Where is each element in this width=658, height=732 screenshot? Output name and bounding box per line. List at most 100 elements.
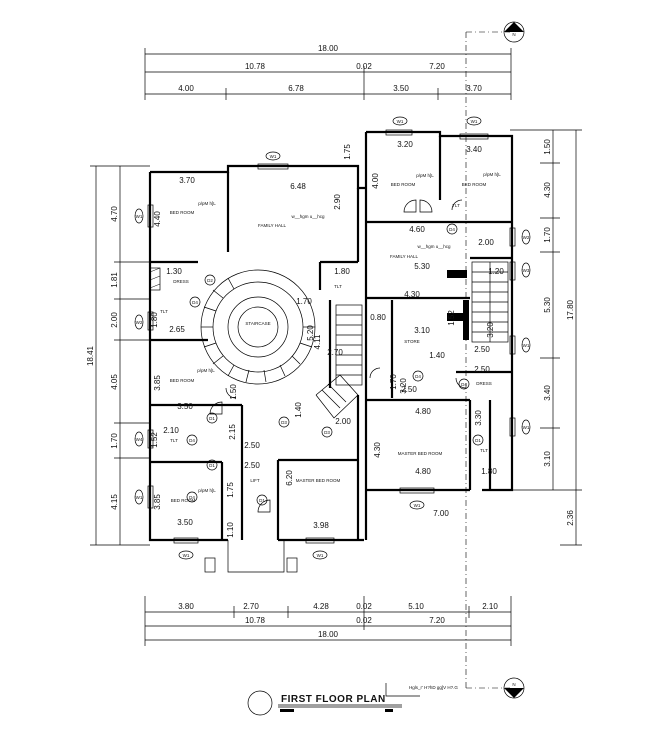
interior-dim: 3.20: [399, 378, 408, 394]
door-tag-icon: D4: [458, 378, 470, 390]
window-tag-icon: W4: [134, 431, 144, 447]
interior-dim: 2.50: [401, 385, 417, 394]
interior-dim: 1.10: [226, 522, 235, 538]
interior-dim: 3.20: [486, 322, 495, 338]
dim-bottom-seg-1: 3.80: [178, 602, 194, 611]
interior-dim: 6.20: [285, 470, 294, 486]
door-tag-label: D2: [207, 278, 213, 283]
section-line: [465, 31, 510, 689]
interior-dim: 1.20: [488, 267, 504, 276]
dim-bottom-seg-3: 4.28: [313, 602, 329, 611]
interior-dim: 1.75: [343, 144, 352, 160]
dim-left-overall: 18.41: [86, 345, 95, 366]
ceiling-note-1: p/pM h]L: [198, 201, 216, 206]
ceiling-note-3: p/pM h]L: [198, 488, 216, 493]
dimension-lines: [90, 48, 582, 646]
straight-staircase: [471, 261, 509, 343]
room-label-master-e: MASTER BED ROOM: [398, 451, 443, 456]
door-tag-icon: D1: [206, 459, 218, 471]
dim-right-seg-4: 5.30: [543, 297, 552, 313]
interior-dim: 0.80: [370, 313, 386, 322]
room-label-dress-w: DRESS: [173, 279, 189, 284]
room-label-lift: LIFT: [250, 478, 260, 483]
dim-left-seg-1: 4.70: [110, 206, 119, 222]
window-tag-label: W1: [523, 425, 530, 430]
window-tag-label: W1: [397, 119, 404, 124]
door-tag-icon: D4: [186, 491, 198, 503]
window-tag-label: W3: [523, 268, 530, 273]
interior-dim: 3.20: [397, 140, 413, 149]
room-label-family-hall-2: FAMILY HALL: [390, 254, 419, 259]
room-label-toilet-1: TLT: [160, 309, 168, 314]
dim-overall-top: 18.00: [318, 44, 339, 53]
room-label-toilet-4: TLT: [452, 203, 460, 208]
window-tag-label: W1: [471, 119, 478, 124]
dim-overall-bottom: 18.00: [318, 630, 339, 639]
interior-dim: 1.75: [226, 482, 235, 498]
dim-right-seg-3: 1.70: [543, 227, 552, 243]
window-tag-label: W4: [136, 437, 143, 442]
interior-dim: 3.40: [466, 145, 482, 154]
door-tag-label: D4: [449, 227, 455, 232]
room-label-store: STORE: [404, 339, 419, 344]
window-tag-label: W1: [183, 553, 190, 558]
interior-dim: 4.00: [371, 173, 380, 189]
interior-dim: 4.80: [415, 407, 431, 416]
window-tag-label: W1: [136, 214, 143, 219]
window-tag-icon: W1: [134, 208, 144, 224]
interior-dim: 1.30: [166, 267, 182, 276]
window-tag-icon: W1: [134, 489, 144, 505]
open-note-1: w__hgm u__hcg: [291, 214, 325, 219]
interior-dim: 1.80: [481, 467, 497, 476]
interior-dimension-texts: 3.70 6.48 2.90 3.20 3.40 4.60 2.00 5.30 …: [150, 140, 504, 538]
dim-left-seg-2: 1.81: [110, 272, 119, 288]
dim-bottom-gap: 0.02: [356, 616, 372, 625]
dim-top-left-total: 10.78: [245, 62, 266, 71]
interior-dim: 4.11: [313, 334, 322, 350]
dim-top-seg-4: 3.70: [466, 84, 482, 93]
interior-dim: 4.80: [415, 467, 431, 476]
interior-dim: 1.40: [294, 402, 303, 418]
dim-right-seg-7: 2.36: [566, 510, 575, 526]
dim-top-gap: 0.02: [356, 62, 372, 71]
window-tag-icon: W1: [409, 500, 425, 510]
door-tag-label: D3: [324, 430, 330, 435]
dim-bottom-seg-5: 5.10: [408, 602, 424, 611]
north-label-bottom: N: [512, 682, 515, 687]
door-tag-label: D1: [209, 416, 215, 421]
interior-dim: 3.30: [474, 410, 483, 426]
dim-right-seg-6: 3.10: [543, 451, 552, 467]
door-tag-icon: D4: [446, 223, 458, 235]
interior-dim: 2.90: [333, 194, 342, 210]
interior-dim: 3.10: [414, 326, 430, 335]
dim-right-overall: 17.80: [566, 299, 575, 320]
door-tag-icon: D1: [472, 434, 484, 446]
window-tag-label: W2: [136, 320, 143, 325]
interior-dim: 1.80: [334, 267, 350, 276]
interior-walls: [150, 136, 512, 540]
door-tag-label: D4: [189, 495, 195, 500]
interior-dim: 3.50: [177, 402, 193, 411]
interior-dim: 4.30: [404, 290, 420, 299]
interior-dim: 1.40: [429, 351, 445, 360]
dim-bottom-left-total: 10.78: [245, 616, 266, 625]
interior-dim: 4.40: [153, 211, 162, 227]
ceiling-note-4: p/pM h]L: [416, 173, 434, 178]
room-label-master-w: MASTER BED ROOM: [296, 478, 341, 483]
window-tag-icon: W1: [265, 151, 281, 161]
dim-bottom-seg-2: 2.70: [243, 602, 259, 611]
interior-dim: 2.70: [327, 348, 343, 357]
room-label-bedroom-ne1: BED ROOM: [391, 182, 416, 187]
dim-left-seg-3: 2.00: [110, 312, 119, 328]
room-label-bedroom-nw: BED ROOM: [170, 210, 195, 215]
interior-dim: 1.70: [389, 374, 398, 390]
interior-dim: 2.15: [228, 424, 237, 440]
room-label-family-hall: FAMILY HALL: [258, 223, 287, 228]
stair-flight-center: [335, 304, 363, 386]
dim-right-seg-2: 4.30: [543, 182, 552, 198]
interior-dim: 1.52: [447, 310, 456, 326]
window-tag-icon: W1: [312, 550, 328, 560]
interior-dim: 3.85: [153, 375, 162, 391]
door-tag-label: D4: [415, 374, 421, 379]
dim-right-seg-1: 1.50: [543, 139, 552, 155]
